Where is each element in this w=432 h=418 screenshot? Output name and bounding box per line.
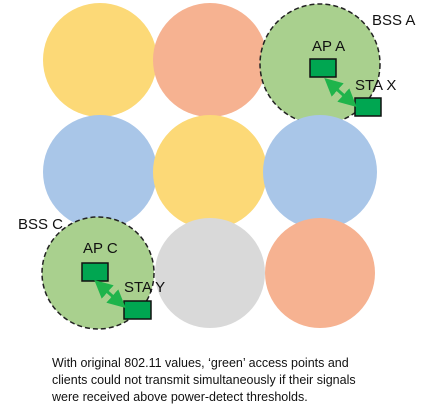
sta-x-label: STA X <box>355 77 396 94</box>
ap-c-sta-y-arrow <box>94 280 126 308</box>
bss-c-label: BSS C <box>18 216 63 233</box>
ap-a-sta-x-arrow <box>324 77 357 108</box>
cell-gray-r3c2 <box>155 218 265 328</box>
caption-line-1: With original 802.11 values, ‘green’ acc… <box>52 356 349 370</box>
sta-x-node <box>354 97 382 117</box>
cell-blue-r2c1 <box>43 115 157 229</box>
sta-y-node <box>123 300 152 320</box>
cell-orange-r3c3 <box>265 218 375 328</box>
ap-a-label: AP A <box>312 38 345 55</box>
cell-yellow-r1c1 <box>43 3 157 117</box>
ap-a-node <box>309 58 337 78</box>
cell-blue-r2c3 <box>263 115 377 229</box>
caption-line-2: clients could not transmit simultaneousl… <box>52 373 356 387</box>
cell-yellow-r2c2 <box>153 115 267 229</box>
cell-orange-r1c2 <box>153 3 267 117</box>
bss-diagram: BSS A AP A STA X BSS C AP C STA Y <box>18 3 415 330</box>
ap-c-label: AP C <box>83 240 118 257</box>
ap-c-node <box>81 262 109 282</box>
sta-y-label: STA Y <box>124 279 165 296</box>
caption: With original 802.11 values, ‘green’ acc… <box>52 355 422 406</box>
bss-a-label: BSS A <box>372 12 415 29</box>
caption-line-3: were received above power-detect thresho… <box>52 390 308 404</box>
